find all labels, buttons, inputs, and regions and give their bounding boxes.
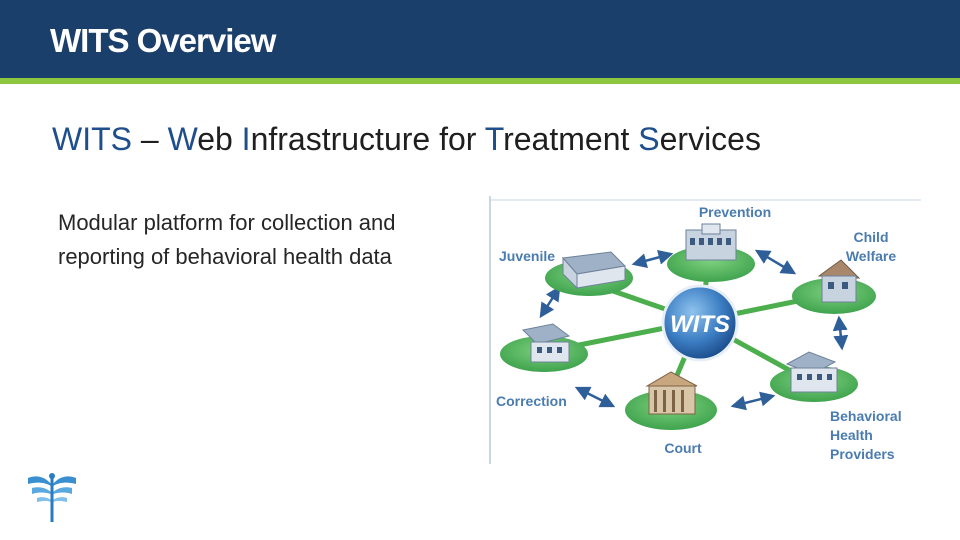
network-arrows — [539, 249, 849, 411]
subtitle-text: nfrastructure for — [250, 121, 485, 157]
subtitle-text: – — [131, 121, 168, 157]
caduceus-logo-icon — [28, 473, 76, 522]
node-court — [625, 371, 717, 430]
node-juvenile — [545, 251, 633, 296]
label-prevention: Prevention — [699, 204, 771, 220]
subtitle-highlight: W — [167, 121, 198, 157]
body-text: Modular platform for collection and repo… — [58, 206, 478, 274]
label-bhp-line2: Health — [830, 427, 873, 443]
label-bhp-line3: Providers — [830, 446, 895, 462]
label-correction: Correction — [496, 393, 567, 409]
node-child-welfare — [792, 259, 876, 314]
body-line-2: reporting of behavioral health data — [58, 244, 392, 269]
slide-header: WITS Overview — [0, 0, 960, 78]
label-court: Court — [664, 440, 702, 456]
slide-title: WITS Overview — [50, 22, 276, 59]
slide-subtitle: WITS – Web Infrastructure for Treatment … — [52, 121, 761, 158]
node-correction — [500, 323, 588, 372]
label-bhp-line1: Behavioral — [830, 408, 902, 424]
subtitle-text: reatment — [503, 121, 639, 157]
subtitle-highlight: WITS — [52, 121, 132, 157]
label-child-welfare-line2: Welfare — [846, 248, 897, 264]
header-accent-stripe — [0, 78, 960, 84]
wits-center-label: WITS — [670, 311, 730, 338]
wits-network-diagram: WITS Prevention Juvenile Child Welfare C… — [489, 196, 921, 464]
label-juvenile: Juvenile — [499, 248, 555, 264]
subtitle-text: eb — [197, 121, 242, 157]
subtitle-highlight: S — [638, 121, 660, 157]
subtitle-highlight: T — [484, 121, 504, 157]
body-line-1: Modular platform for collection and — [58, 210, 396, 235]
wits-center-globe: WITS — [661, 284, 739, 362]
node-behavioral-health-providers — [770, 351, 858, 402]
subtitle-text: ervices — [659, 121, 761, 157]
label-child-welfare-line1: Child — [854, 229, 889, 245]
subtitle-highlight: I — [241, 121, 251, 157]
node-prevention — [667, 223, 755, 282]
